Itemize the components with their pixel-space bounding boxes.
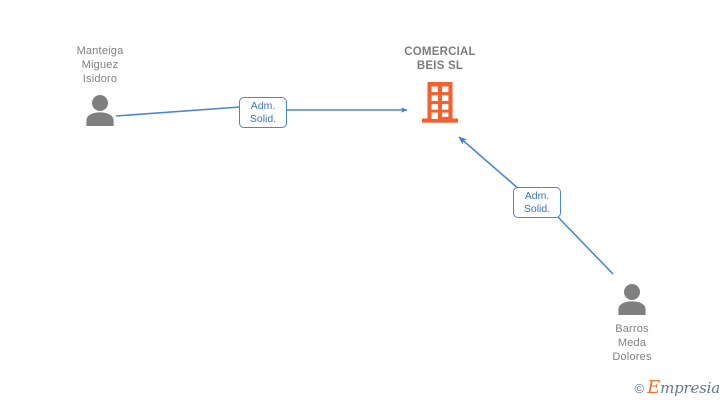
person-icon-wrapper xyxy=(46,94,154,126)
node-label-company: COMERCIAL BEIS SL xyxy=(404,46,476,72)
node-label-person-barros: Barros Meda Dolores xyxy=(612,323,652,363)
building-icon xyxy=(422,82,458,123)
person-icon xyxy=(86,95,114,126)
node-label-person-manteiga: Manteiga Miguez Isidoro xyxy=(76,45,124,85)
person-icon-wrapper-2 xyxy=(578,283,686,315)
person-icon xyxy=(618,284,646,315)
edge-segment-barros-lower xyxy=(556,215,614,275)
copyright-icon: © xyxy=(634,380,645,396)
watermark-brand-rest: mpresia xyxy=(660,379,720,397)
watermark-empresia: © Empresia xyxy=(634,377,721,398)
edge-segment-barros-upper xyxy=(458,136,521,191)
building-icon-wrapper xyxy=(384,80,496,124)
node-person-manteiga[interactable]: Manteiga Miguez Isidoro xyxy=(46,44,154,126)
node-company-comercial-beis[interactable]: COMERCIAL BEIS SL xyxy=(384,45,496,124)
node-person-barros[interactable]: Barros Meda Dolores xyxy=(578,283,686,364)
watermark-brand: Empresia xyxy=(647,377,720,398)
edge-label-adm-solid-2[interactable]: Adm. Solid. xyxy=(513,187,561,218)
watermark-brand-initial: E xyxy=(647,377,661,398)
edge-label-adm-solid-1[interactable]: Adm. Solid. xyxy=(239,97,287,128)
